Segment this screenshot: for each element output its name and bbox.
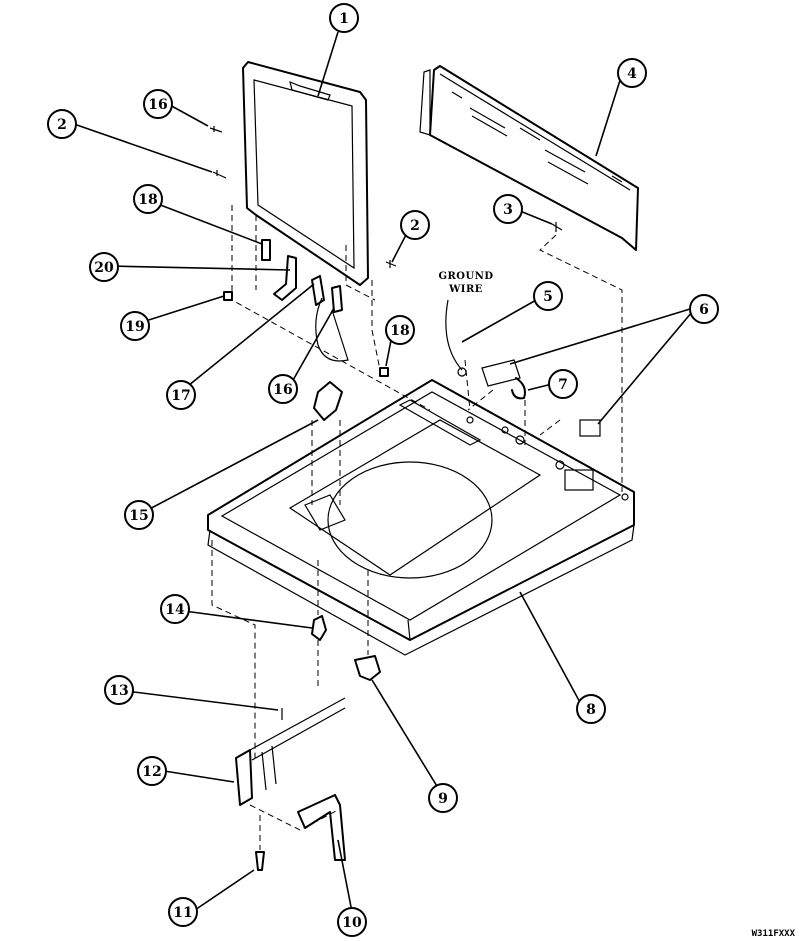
callout-18-lower: 18 xyxy=(385,315,415,345)
callout-number: 17 xyxy=(171,388,190,404)
callout-5: 5 xyxy=(533,281,563,311)
lid-part xyxy=(242,61,369,286)
callout-7: 7 xyxy=(548,369,578,399)
callout-16-upper: 16 xyxy=(143,89,173,119)
screw-part-lid-right xyxy=(385,260,397,268)
callout-number: 16 xyxy=(148,97,167,113)
callout-number: 16 xyxy=(273,382,292,398)
leader-lines xyxy=(73,31,693,913)
rear-bracket-part xyxy=(354,655,381,681)
top-cover-part xyxy=(207,379,635,656)
callout-number: 20 xyxy=(94,260,114,276)
callout-number: 5 xyxy=(543,289,553,305)
lid-switch-harness-part xyxy=(315,297,349,362)
callouts: 1 2 2 3 4 5 6 7 xyxy=(47,3,719,937)
hinge-pad-part xyxy=(261,239,271,261)
callout-number: 11 xyxy=(173,905,192,921)
bumper-part-left xyxy=(223,291,233,301)
latch-part xyxy=(297,794,346,861)
callout-number: 18 xyxy=(138,192,157,208)
callout-number: 12 xyxy=(142,764,161,780)
drawing-code: W311FXXX xyxy=(752,929,796,939)
bottom-screw-part xyxy=(255,851,265,871)
callout-15: 15 xyxy=(124,500,154,530)
callout-12: 12 xyxy=(137,756,167,786)
callout-number: 19 xyxy=(125,319,144,335)
callout-number: 7 xyxy=(558,377,568,393)
callout-number: 6 xyxy=(699,302,709,318)
callout-11: 11 xyxy=(168,897,198,927)
hinge-part xyxy=(273,255,297,301)
callout-14: 14 xyxy=(160,594,190,624)
control-panel-bracket-part xyxy=(419,65,639,251)
clip-part xyxy=(511,377,526,400)
callout-8: 8 xyxy=(576,694,606,724)
callout-number: 1 xyxy=(339,11,349,27)
callout-1: 1 xyxy=(329,3,359,33)
callout-number: 13 xyxy=(109,683,128,699)
callout-number: 2 xyxy=(57,117,67,133)
callout-10: 10 xyxy=(337,907,367,937)
callout-6: 6 xyxy=(689,294,719,324)
ground-wire-label-line2: WIRE xyxy=(448,284,483,295)
screw-part-bracket xyxy=(551,222,563,232)
callout-number: 3 xyxy=(503,202,513,218)
label-part-lower xyxy=(579,419,601,437)
callout-9: 9 xyxy=(428,783,458,813)
callout-20: 20 xyxy=(89,252,119,282)
ground-wire-label-line1: GROUND xyxy=(438,271,493,282)
callout-number: 18 xyxy=(390,323,409,339)
ground-wire-part xyxy=(445,299,463,371)
callout-17: 17 xyxy=(166,380,196,410)
callout-2-left: 2 xyxy=(47,109,77,139)
callout-number: 14 xyxy=(165,602,185,618)
callout-19: 19 xyxy=(120,311,150,341)
switch-bracket-part xyxy=(311,275,343,313)
callout-number: 2 xyxy=(410,218,420,234)
latch-guard-part xyxy=(313,381,343,421)
callout-number: 9 xyxy=(438,791,448,807)
callout-4: 4 xyxy=(617,58,647,88)
front-clip-part xyxy=(311,615,327,641)
callout-number: 10 xyxy=(342,915,362,931)
bumper-part-right xyxy=(379,367,389,377)
alignment-lines xyxy=(211,205,623,850)
screw-part-mid-left xyxy=(212,170,227,179)
callout-3: 3 xyxy=(493,194,523,224)
callout-16-lower: 16 xyxy=(268,374,298,404)
callout-13: 13 xyxy=(104,675,134,705)
callout-18-upper: 18 xyxy=(133,184,163,214)
screw-part-upper-left xyxy=(209,126,223,133)
callout-number: 4 xyxy=(627,66,637,82)
mounting-bracket-part xyxy=(235,697,346,806)
callout-number: 8 xyxy=(586,702,596,718)
callout-2-right: 2 xyxy=(400,210,430,240)
label-part-upper xyxy=(481,359,521,387)
callout-number: 15 xyxy=(129,508,148,524)
